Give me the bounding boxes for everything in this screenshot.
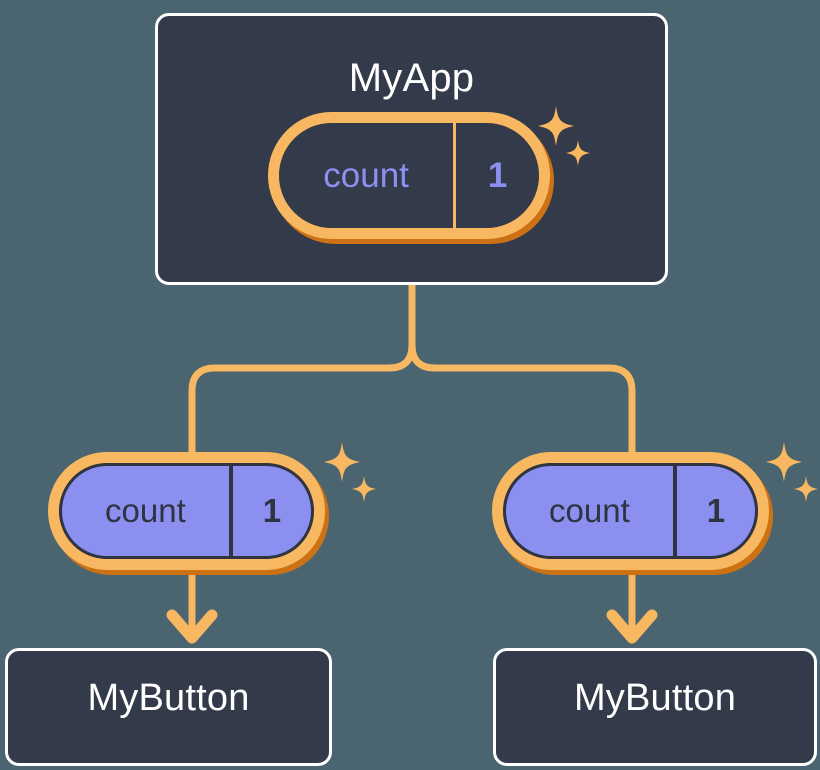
down-arrow-icon-right <box>606 609 658 644</box>
component-name-mybutton-left: MyButton <box>87 677 250 719</box>
component-node-mybutton-right[interactable]: MyButton <box>493 648 817 766</box>
down-arrow-icon-left <box>166 609 218 644</box>
state-value-label: 1 <box>228 466 311 556</box>
component-name-mybutton-right: MyButton <box>573 677 737 719</box>
pill-border <box>48 452 325 570</box>
tree-branch-connector <box>188 281 416 456</box>
state-pill-myapp[interactable]: count 1 <box>268 112 554 244</box>
state-pill-left[interactable]: count 1 <box>48 452 329 575</box>
component-node-mybutton-left[interactable]: MyButton <box>5 648 332 766</box>
component-name-myapp: MyApp <box>348 56 475 100</box>
state-value-label: 1 <box>672 466 755 556</box>
pill-content: count 1 <box>279 123 539 228</box>
state-pill-right[interactable]: count 1 <box>492 452 773 575</box>
state-key-label: count <box>549 492 630 529</box>
pill-border <box>492 452 769 570</box>
pill-content: count 1 <box>59 463 314 559</box>
pill-border <box>268 112 550 239</box>
state-value-label: 1 <box>453 123 539 228</box>
state-key-label: count <box>323 155 409 195</box>
tree-branch-connector-right <box>408 281 636 456</box>
pill-content: count 1 <box>503 463 758 559</box>
state-key-label: count <box>105 492 186 529</box>
